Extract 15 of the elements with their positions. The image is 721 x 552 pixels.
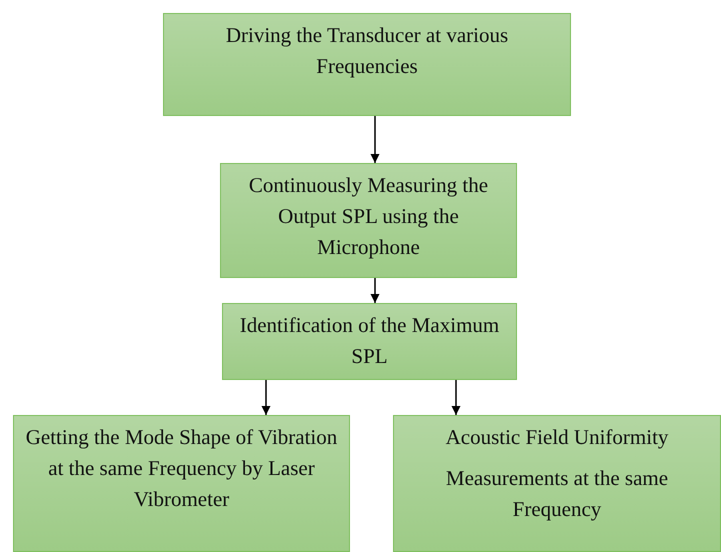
step-text: Driving the Transducer at various Frequencies xyxy=(224,22,510,80)
step-text: Measurements at the same Frequency xyxy=(444,465,670,523)
step-text: Getting the Mode Shape of Vibration at the same Frequency by Laser Vibrometer xyxy=(24,424,338,513)
arrow xyxy=(452,380,460,415)
arrow xyxy=(370,116,380,163)
process-box xyxy=(222,303,517,380)
process-box xyxy=(163,13,571,116)
step-text: Identification of the Maximum SPL xyxy=(238,312,500,370)
process-box xyxy=(13,415,350,552)
step-text: Acoustic Field Uniformity xyxy=(444,424,670,451)
arrow xyxy=(370,278,380,303)
process-box xyxy=(220,163,517,278)
step-text: Continuously Measuring the Output SPL using the Microphone xyxy=(248,172,490,261)
arrow xyxy=(262,380,270,415)
process-box xyxy=(393,415,721,552)
